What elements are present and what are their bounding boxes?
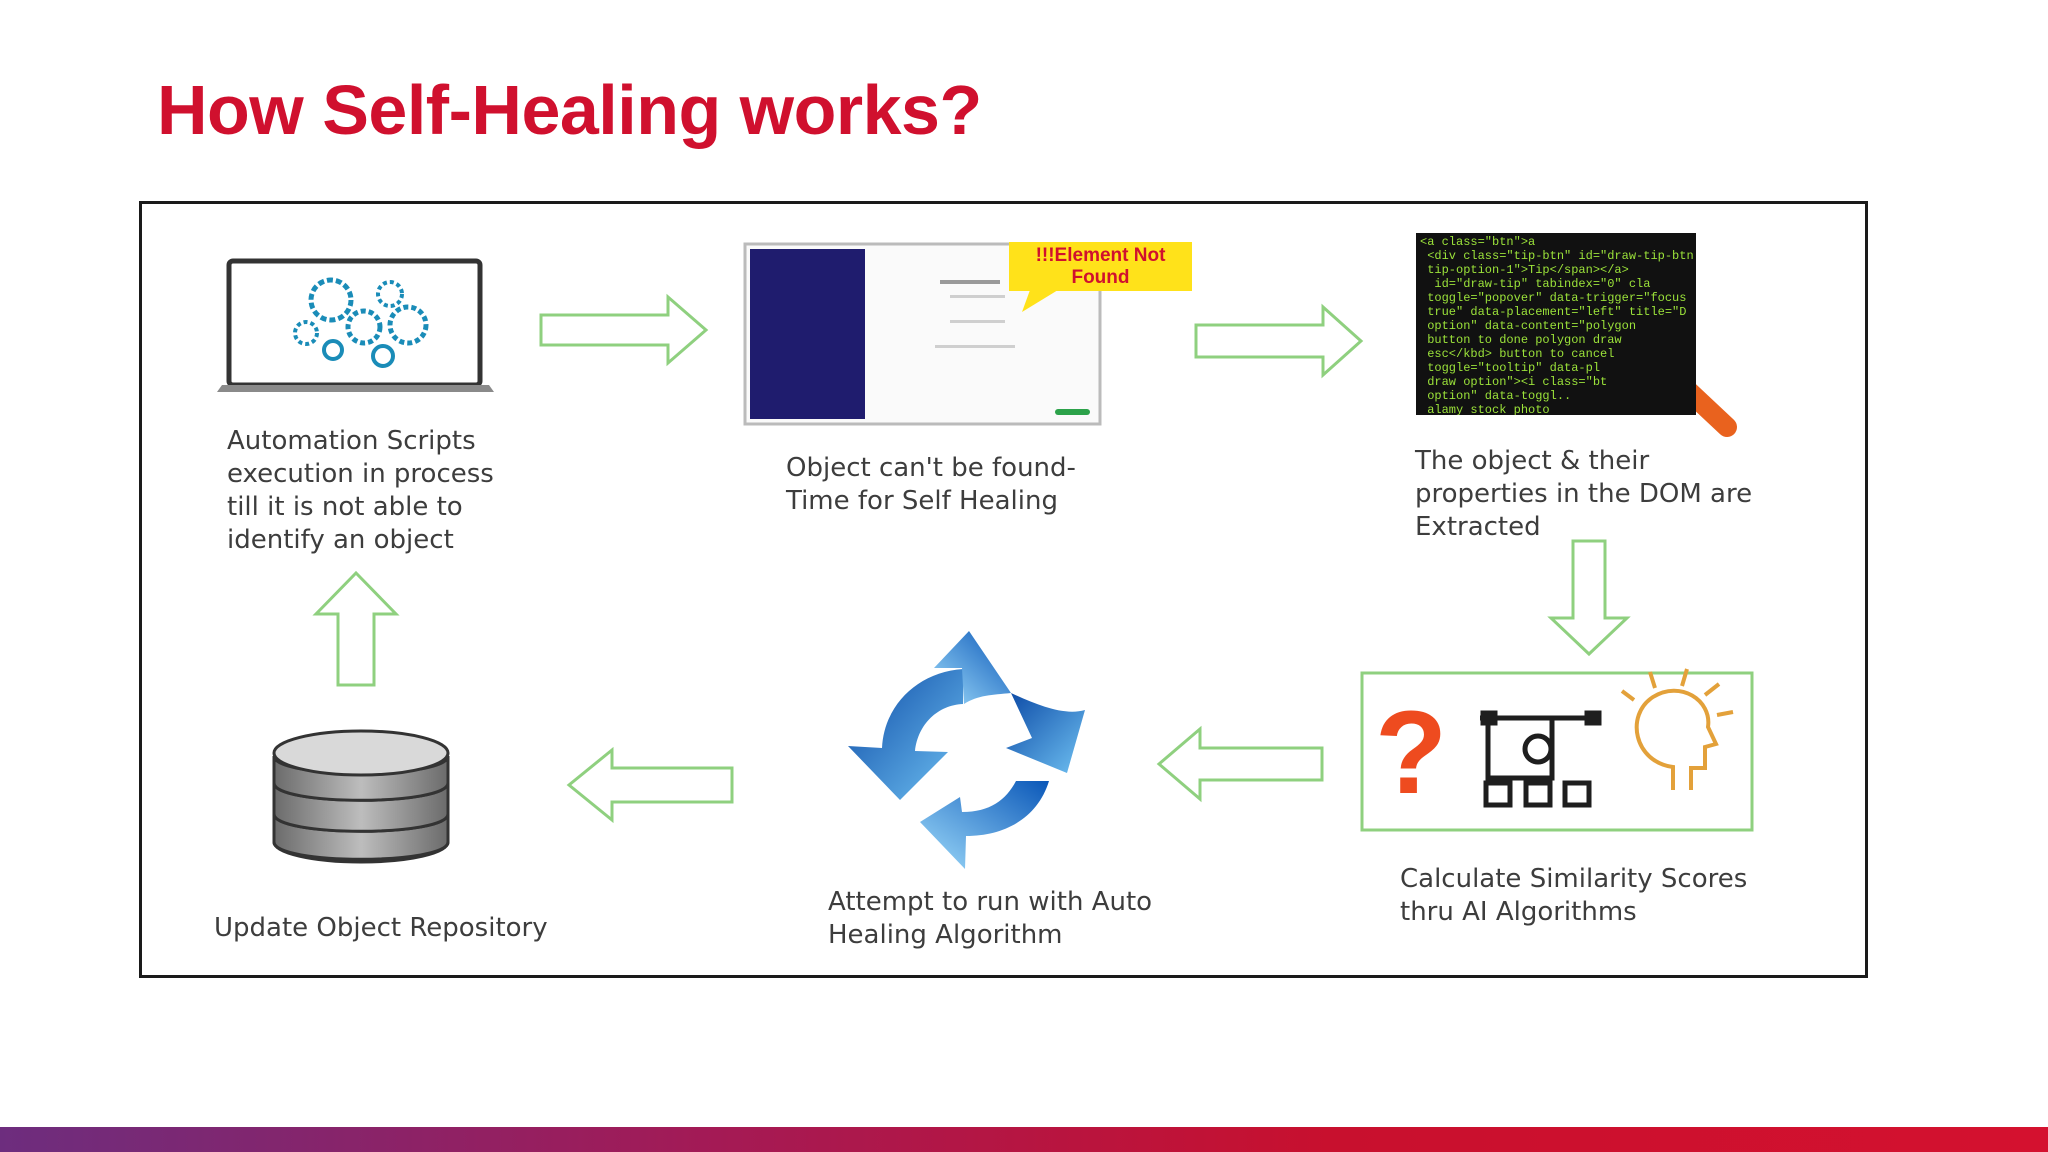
- page-title: How Self-Healing works?: [157, 71, 982, 149]
- caption-auto-heal: Attempt to run with Auto Healing Algorit…: [828, 887, 1153, 950]
- caption-similarity: Calculate Similarity Scores thru AI Algo…: [1400, 864, 1748, 927]
- brain-head-icon: [1620, 668, 1734, 790]
- arrow-left-1: [1156, 725, 1324, 803]
- arrow-down: [1547, 539, 1631, 657]
- caption-execution: Automation Scripts execution in process …: [227, 426, 494, 555]
- ai-box: [1360, 671, 1754, 832]
- caption-not-found: Object can't be found- Time for Self Hea…: [786, 453, 1076, 516]
- ai-network-icon: [1480, 710, 1602, 808]
- element-not-found-alert: !!!Element Not Found: [1009, 242, 1192, 291]
- arrow-right-1: [539, 293, 709, 367]
- arrow-right-2: [1194, 303, 1364, 379]
- app-screenshot-icon: [743, 242, 1102, 426]
- database-icon: [272, 729, 450, 864]
- caption-extract: The object & their properties in the DOM…: [1415, 446, 1753, 542]
- dom-code-snippet: <a class="btn">a <div class="tip-btn" id…: [1416, 233, 1696, 415]
- caption-update-repo: Update Object Repository: [214, 913, 548, 943]
- laptop-icon: [217, 258, 494, 392]
- alert-tail: [1022, 290, 1058, 312]
- footer-gradient-bar: [0, 1127, 2048, 1152]
- flow-arrows: [312, 293, 1631, 824]
- refresh-cycle-icon: [848, 631, 1085, 869]
- question-mark-icon: ?: [1375, 687, 1448, 819]
- arrow-up: [312, 570, 400, 687]
- arrow-left-2: [566, 746, 734, 824]
